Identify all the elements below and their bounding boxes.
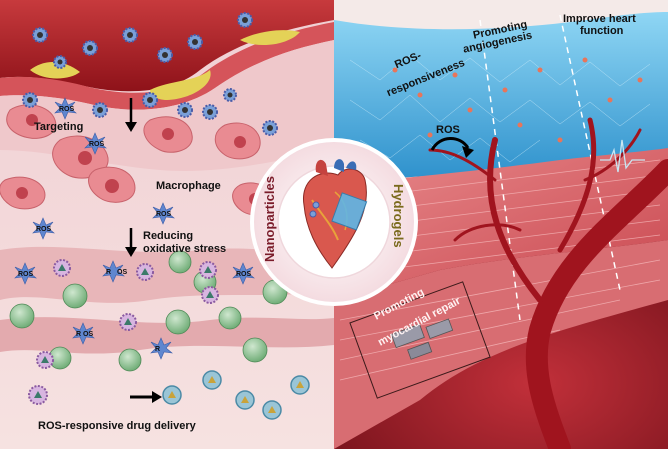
ros-tag: ROS [59,106,75,113]
ros-tag: ROS [89,141,105,148]
myocardial-repair-region [349,281,491,399]
macrophage-nuclei [16,114,261,205]
label-reducing-line2: oxidative stress [143,243,227,255]
section-dividers [479,14,621,321]
label-macrophage: Macrophage [156,180,221,192]
heart-icon [303,159,368,269]
r-tag: R [76,331,81,338]
nanoparticles-in-vessel [22,12,278,136]
green-cells [9,241,301,372]
plaque-deposit [30,61,80,79]
os-tag: OS [117,269,127,276]
ros-tag: ROS [18,271,34,278]
label-heart-function-2: function [580,25,624,37]
r-tag: R [106,269,111,276]
label-heart-function-1: Improve heart [563,13,636,25]
muscle-fiber-band-lower [334,240,668,449]
ros-tag: ROS [36,226,52,233]
os-tag: OS [83,331,93,338]
ros-tag: ROS [236,271,252,278]
hydrogel-mesh [349,54,651,163]
r-tag: R [155,346,160,353]
label-ros-right: ROS [436,124,460,136]
label-targeting: Targeting [34,121,84,133]
right-arrow-icon [130,391,162,403]
plaque-deposit [150,70,211,100]
ros-particle-labels: ROS ROS ROS ROS R OS ROS R OS ROS R [18,106,252,353]
drug-loaded-nanoparticles [28,259,310,420]
down-arrow-icon [125,98,137,132]
hydrogel-patch [331,192,368,231]
vessel-inner-layer [0,22,334,110]
curved-arrow-icon [430,137,474,158]
ecg-trace [600,139,645,173]
plaque-deposit [240,30,300,46]
hydrogels-label: Hydrogels [391,184,406,248]
label-drug-delivery: ROS-responsive drug delivery [38,420,196,432]
down-arrow-icon [125,228,137,257]
ros-tag: ROS [156,211,172,218]
nanoparticles-label: Nanoparticles [262,176,277,262]
label-reducing-line1: Reducing [143,230,194,242]
gel-particles [392,57,643,143]
coronary-vessel [428,117,668,449]
ros-particles [14,97,255,360]
hydrogel-layer [334,12,668,185]
